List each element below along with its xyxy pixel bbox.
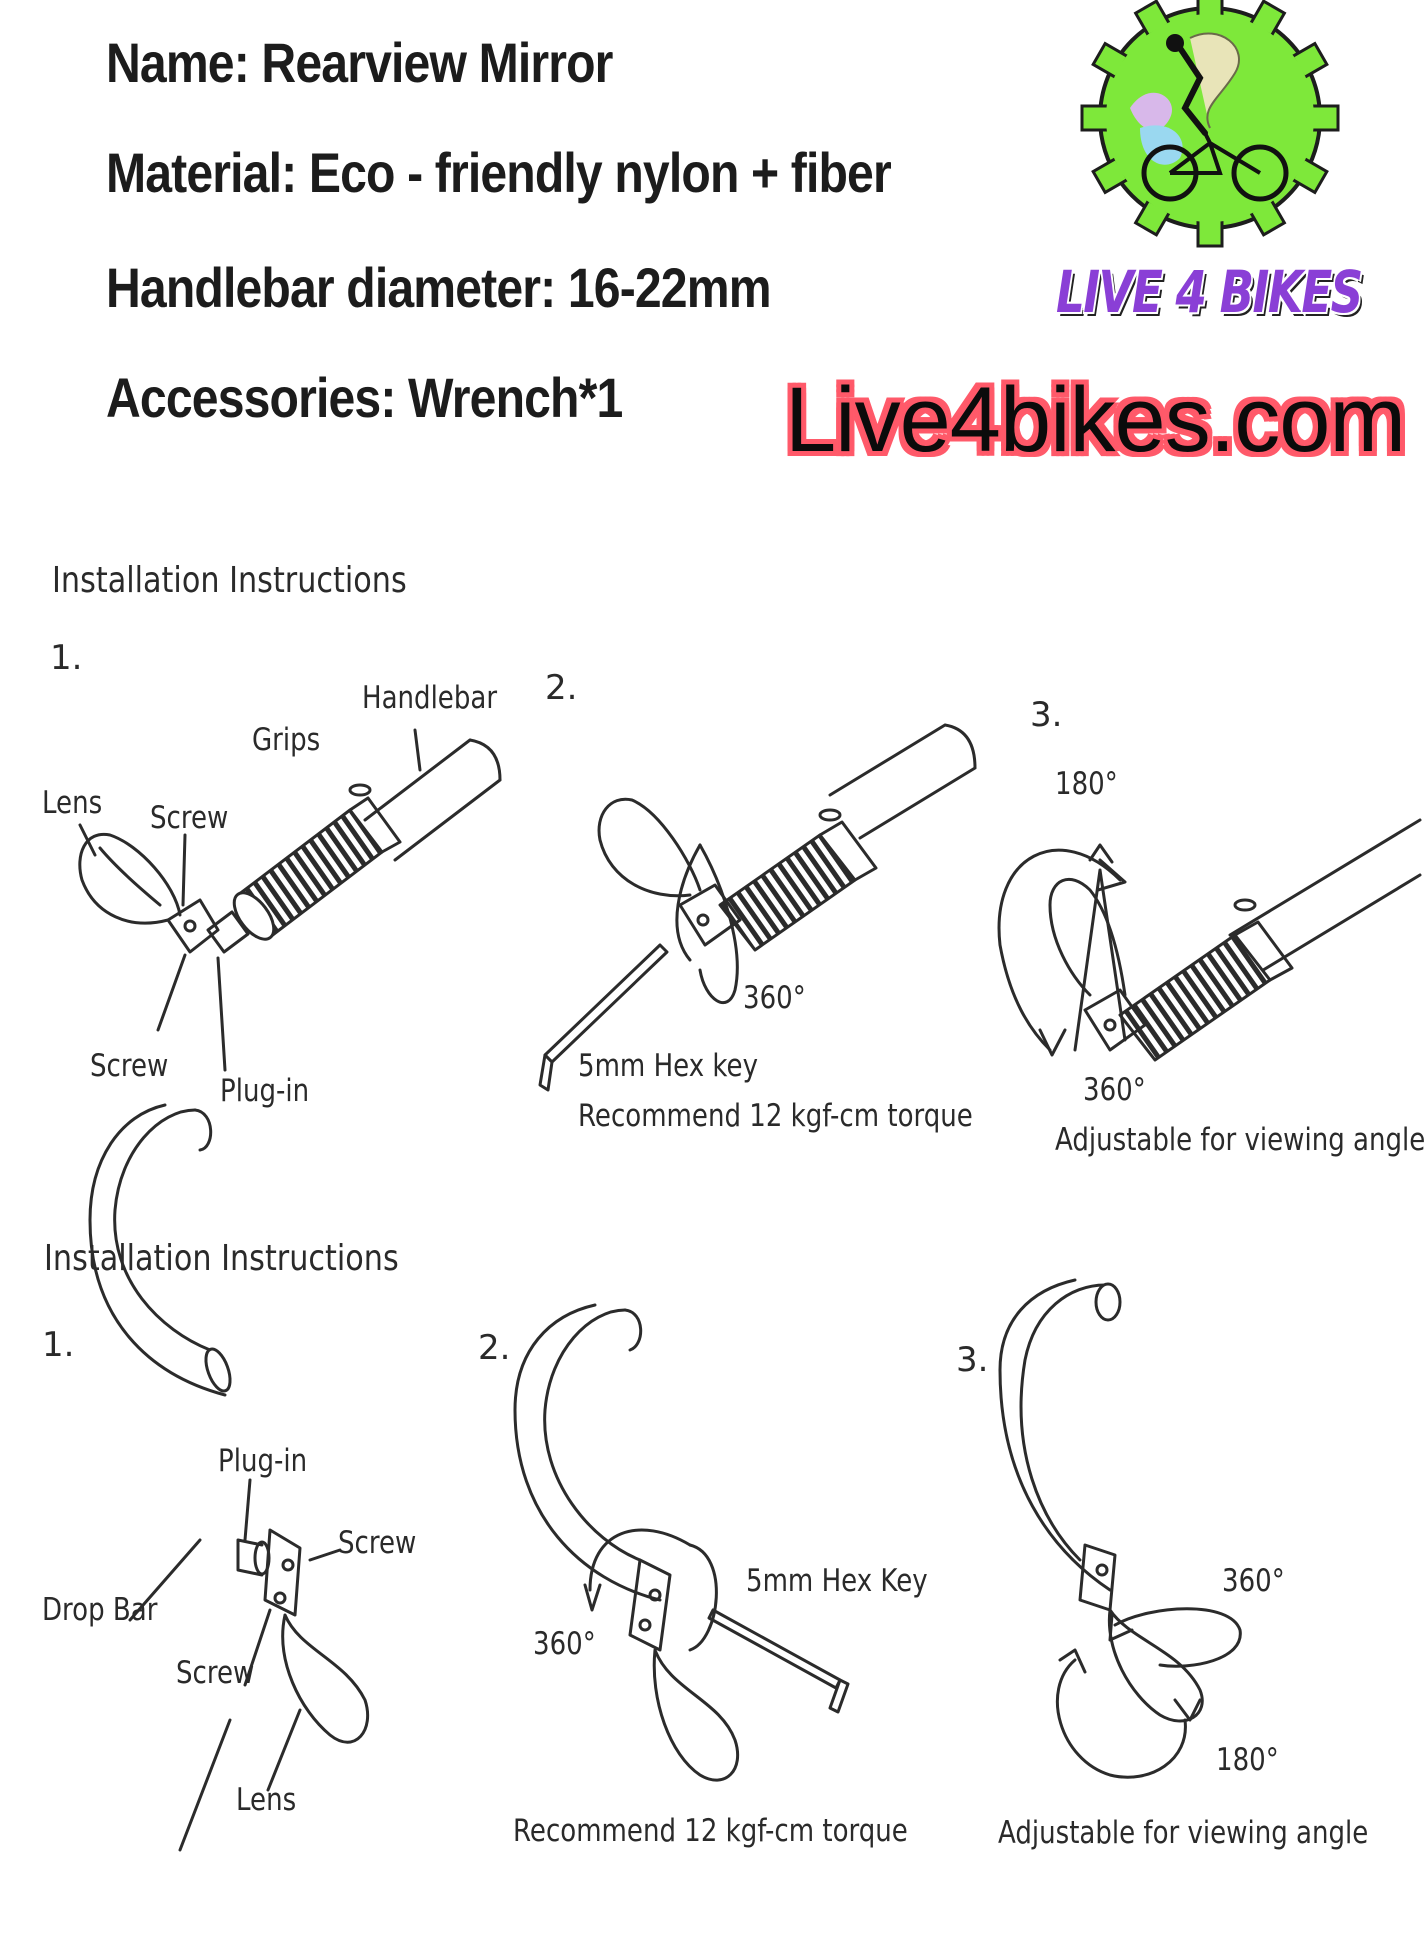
- label-drop-hex-key: 5mm Hex Key: [746, 1563, 928, 1599]
- label-handlebar: Handlebar: [362, 680, 498, 716]
- label-rotation-180: 180°: [1055, 766, 1118, 802]
- label-drop-lens: Lens: [236, 1782, 297, 1818]
- label-drop-rotation-360: 360°: [533, 1626, 596, 1662]
- flat-bar-step2-number: 2.: [545, 668, 578, 708]
- label-screw-top: Screw: [150, 800, 229, 836]
- flat-bar-step3-illustration: [997, 818, 1422, 1062]
- label-drop-plug-in: Plug-in: [218, 1443, 308, 1479]
- label-rotation-360: 360°: [743, 980, 806, 1016]
- spec-accessories: Accessories: Wrench*1: [106, 366, 623, 429]
- spec-diameter: Handlebar diameter: 16-22mm: [106, 256, 772, 319]
- brand-name: LIVE 4 BIKES: [1056, 258, 1363, 326]
- label-adjustable-caption: Adjustable for viewing angle: [1055, 1122, 1425, 1158]
- drop-bar-step1-illustration: [88, 1103, 370, 1852]
- flat-bar-step3-number: 3.: [1030, 695, 1063, 735]
- flat-bar-step2-illustration: [538, 723, 977, 1092]
- flat-bar-step1-illustration: [78, 728, 502, 1072]
- label-grips: Grips: [252, 722, 321, 758]
- label-drop-adjustable-caption: Adjustable for viewing angle: [998, 1815, 1369, 1851]
- label-rotation-360-step3: 360°: [1083, 1072, 1146, 1108]
- drop-bar-step3-number: 3.: [956, 1340, 989, 1380]
- label-drop-torque: Recommend 12 kgf-cm torque: [513, 1813, 908, 1849]
- flat-bar-section-title: Installation Instructions: [52, 560, 407, 601]
- drop-bar-step2-illustration: [513, 1303, 850, 1782]
- label-screw-bottom: Screw: [90, 1048, 169, 1084]
- label-drop-rotation-360-step3: 360°: [1222, 1563, 1285, 1599]
- label-torque: Recommend 12 kgf-cm torque: [578, 1098, 973, 1134]
- spec-name: Name: Rearview Mirror: [106, 31, 613, 94]
- label-lens: Lens: [42, 785, 103, 821]
- gear-bike-icon: [1080, 0, 1340, 248]
- label-plug-in: Plug-in: [220, 1073, 310, 1109]
- label-drop-rotation-180: 180°: [1216, 1742, 1279, 1778]
- label-drop-bar: Drop Bar: [42, 1592, 158, 1628]
- website-url[interactable]: Live4bikes.com: [785, 369, 1406, 471]
- drop-bar-step2-number: 2.: [478, 1328, 511, 1368]
- label-hex-key: 5mm Hex key: [578, 1048, 758, 1084]
- flat-bar-step1-number: 1.: [50, 638, 83, 678]
- drop-bar-section-title: Installation Instructions: [44, 1238, 399, 1279]
- label-drop-screw-bottom: Screw: [176, 1655, 255, 1691]
- drop-bar-step3-illustration: [998, 1278, 1242, 1779]
- spec-material: Material: Eco - friendly nylon + fiber: [106, 141, 892, 204]
- brand-logo: LIVE 4 BIKES: [1050, 0, 1363, 326]
- drop-bar-step1-number: 1.: [42, 1325, 75, 1365]
- label-drop-screw-top: Screw: [338, 1525, 417, 1561]
